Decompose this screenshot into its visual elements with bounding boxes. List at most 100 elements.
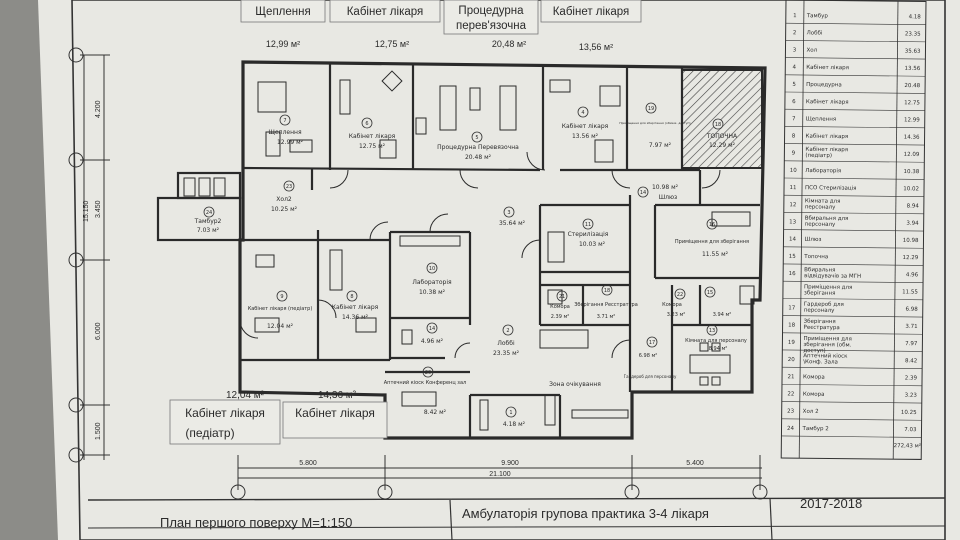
room-15: 15 3.94 м² [704, 286, 732, 318]
table-row-line [783, 229, 924, 232]
top-room-captions: Щеплення 12,99 м² Кабінет лікаря 12,75 м… [240, 0, 642, 52]
room-area: 12.75 м² [359, 143, 386, 150]
room-name: Гардероб для персоналу [624, 374, 677, 379]
table-row-name: Гардероб дляперсоналу [804, 302, 844, 314]
caption-area-pediatr: 12,04 м² [226, 390, 265, 401]
table-row-name: Шлюз [804, 237, 821, 243]
room-name: Стерилізація [568, 231, 609, 238]
table-row-area: 8.94 [907, 203, 920, 209]
table-row-area: 3.23 [905, 393, 918, 399]
room-num: 16 [709, 222, 715, 228]
caption-name-line2: перев'язочна [456, 20, 527, 32]
table-row-name: Кабінет лікаря [806, 99, 849, 105]
left-dimension-line [80, 54, 110, 460]
room-num: 21 [559, 294, 565, 300]
table-row-number: 4 [793, 65, 797, 71]
table-row-number: 3 [793, 47, 797, 53]
room-area: 8.94 м² [709, 346, 728, 352]
table-row-area: 10.25 [901, 410, 917, 416]
room-area: 3.94 м² [713, 312, 732, 318]
bottom-dim-3: 5.400 [686, 460, 704, 467]
table-row-number: 14 [789, 237, 797, 243]
left-dim-3: 6.000 [95, 322, 102, 340]
room-name: Комора [662, 302, 682, 308]
room-area: 7.97 м² [649, 142, 672, 149]
room-area: 4.96 м² [421, 338, 444, 345]
room-num: 23 [286, 184, 292, 190]
table-row-line [782, 366, 923, 369]
table-row-number: 10 [790, 168, 798, 174]
top-caption-kabinet-1: Кабінет лікаря 12,75 м² [329, 0, 441, 49]
room-num: 10 [429, 266, 435, 272]
table-row-line [781, 435, 922, 438]
table-row-name: Тамбур 2 [801, 426, 828, 432]
table-row-line [783, 212, 924, 215]
table-row-name: Вбиральнявідвідувачів за МГН [804, 267, 861, 280]
table-row-line [781, 401, 922, 404]
table-row-name: ЗберіганняРеєстратура [804, 319, 840, 331]
table-row-number: 9 [792, 151, 796, 157]
left-dim-1: 4.200 [95, 100, 102, 118]
room-area: 10.25 м² [271, 206, 298, 213]
caption-area-kabinet: 14,36 м² [318, 390, 357, 401]
room-name: Кабінет лікаря (педіатр) [248, 306, 313, 312]
table-row-name: Процедурна [806, 82, 842, 88]
plan-title: План першого поверху М=1:150 [160, 515, 352, 530]
room-name: Тамбур2 [194, 218, 222, 225]
table-row-name: Аптечний кіоск\Конф. Зала [803, 352, 848, 365]
table-row-area: 11.55 [902, 289, 918, 295]
table-row-number: 1 [793, 13, 797, 19]
room-name: Кабінет лікаря [349, 133, 396, 140]
table-row-area: 10.02 [903, 186, 919, 192]
room-area: 10.98 м² [652, 184, 679, 191]
table-row-line [781, 418, 922, 421]
project-title: Амбулаторія групова практика 3-4 лікаря [462, 506, 709, 521]
room-num: 9 [280, 294, 283, 300]
table-row-line [784, 126, 925, 129]
room-name: Шлюз [659, 194, 678, 201]
room-area: 14.36 м² [342, 314, 369, 321]
room-area: 20.48 м² [465, 154, 492, 161]
room-num: 11 [585, 222, 591, 228]
table-row-name: Приміщення длязберігання [804, 284, 852, 297]
table-row-line [785, 91, 926, 94]
door-swings [239, 151, 721, 359]
table-row-line [785, 74, 926, 77]
table-row-line [783, 263, 924, 266]
boiler-room-hatch [681, 69, 763, 169]
table-row-area: 23.35 [905, 31, 921, 37]
table-row-area: 12.29 [903, 255, 919, 261]
caption-area: 20,48 м² [492, 39, 526, 49]
caption-name-pediatr-1: Кабінет лікаря [185, 406, 265, 420]
table-row-line [784, 177, 925, 180]
table-row-line [784, 160, 925, 163]
table-row-number: 23 [787, 409, 795, 415]
room-area: 3.71 м² [597, 314, 616, 320]
room-name: Процедурна Перевязочна [437, 144, 519, 151]
table-row-line [785, 57, 926, 60]
bottom-room-captions: 12,04 м² 14,36 м² Кабінет лікаря (педіат… [169, 390, 388, 445]
top-caption-shcheplennia: Щеплення 12,99 м² [240, 0, 326, 49]
room-num: 3 [507, 210, 510, 216]
table-row-number: 6 [792, 99, 796, 105]
table-row-name: Кабінет лікаря [806, 134, 849, 140]
room-num: 15 [707, 290, 713, 296]
room-area: 6.98 м² [639, 353, 658, 359]
room-num: 20 [425, 370, 431, 376]
table-row-number: 21 [788, 374, 795, 380]
room-name: Аптечний кіоск Конференц зал [384, 379, 466, 386]
table-row-number: 8 [792, 133, 796, 139]
room-area: 7.03 м² [197, 227, 220, 234]
table-row-line [784, 143, 925, 146]
table-row-area: 7.97 [905, 341, 918, 347]
bottom-dim-2: 9.900 [501, 460, 519, 467]
room-name: Лоббі [497, 340, 515, 347]
table-row-number: 2 [793, 30, 797, 36]
table-row-name: ПСО Стерилізація [805, 185, 857, 192]
table-row-name: Хол [806, 48, 817, 54]
